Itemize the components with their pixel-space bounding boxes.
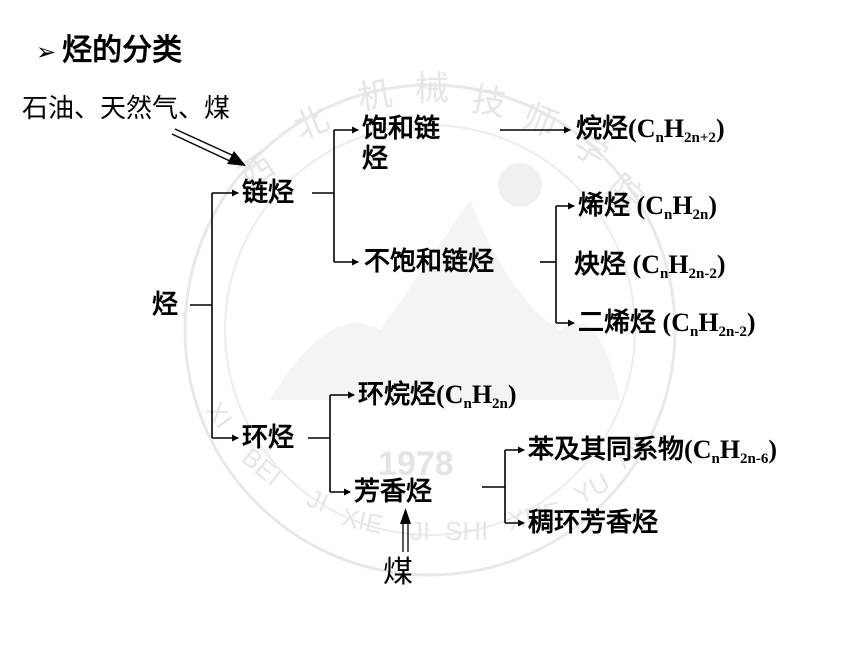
- node-root: 烃: [152, 290, 179, 320]
- node-alkene: 烯烃 (CnH2n): [578, 191, 718, 223]
- saturated-line2: 烃: [362, 144, 389, 174]
- node-diene: 二烯烃 (CnH2n-2): [578, 308, 756, 340]
- petroleum-source-arrow: [171, 128, 235, 163]
- saturated-line1: 饱和链: [362, 114, 441, 144]
- node-saturated-chain: 饱和链 烃: [362, 114, 440, 174]
- title-marker: ➢: [36, 38, 57, 66]
- node-unsaturated-chain: 不饱和链烃: [364, 247, 495, 277]
- svg-text:械: 械: [415, 70, 449, 108]
- coal-source-label: 煤: [383, 555, 413, 590]
- petroleum-source-label: 石油、天然气、煤: [22, 94, 231, 124]
- title-text: 烃的分类: [62, 33, 183, 68]
- node-aromatic: 芳香烃: [354, 477, 433, 507]
- svg-text:技: 技: [469, 80, 509, 123]
- coal-source-arrow: [402, 522, 409, 552]
- node-fused-aromatic: 稠环芳香烃: [528, 508, 659, 538]
- node-ring: 环烃: [242, 423, 295, 453]
- svg-text:JI: JI: [410, 516, 430, 546]
- node-alkane: 烷烃(CnH2n+2): [576, 114, 725, 146]
- node-alkyne: 炔烃 (CnH2n-2): [574, 250, 726, 282]
- svg-text:机: 机: [355, 75, 395, 118]
- svg-text:1978: 1978: [378, 445, 454, 483]
- page-title: ➢烃的分类: [36, 34, 182, 69]
- node-chain: 链烃: [242, 178, 295, 208]
- node-cycloalkane: 环烷烃(CnH2n): [358, 380, 517, 412]
- svg-text:SHI: SHI: [445, 516, 488, 546]
- node-benzene: 苯及其同系物(CnH2n-6): [528, 435, 778, 467]
